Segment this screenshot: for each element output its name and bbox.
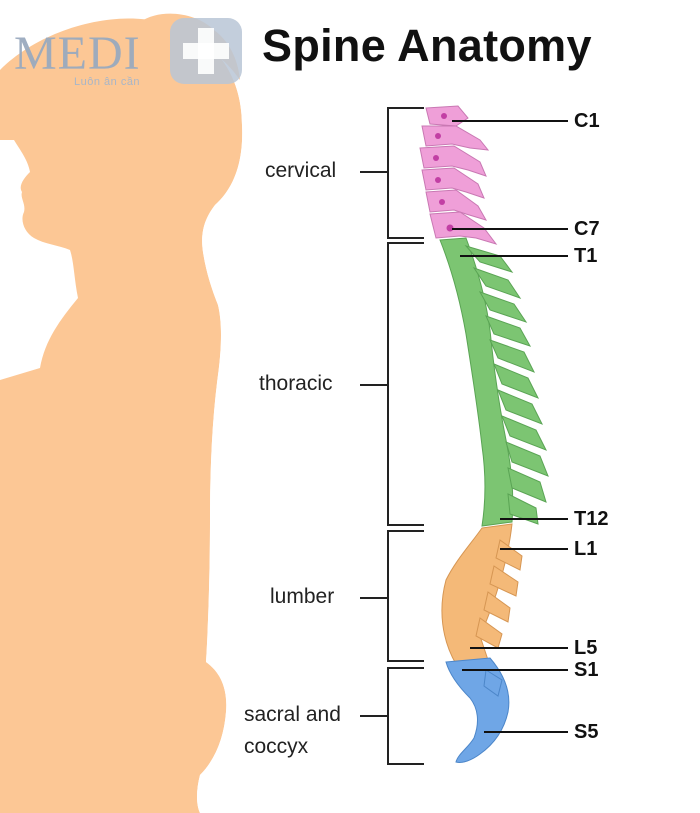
logo-wordmark: MEDI (14, 27, 141, 80)
bracket-lumbar (387, 530, 424, 662)
logo-cross-icon (170, 18, 242, 84)
logo-tagline: Luôn ân cần (74, 76, 141, 88)
lumbar-processes (475, 539, 523, 649)
thoracic-processes (464, 245, 549, 525)
region-label-coccyx: coccyx (244, 735, 309, 758)
body-silhouette (0, 18, 243, 813)
vertebra-label-s1: S1 (574, 659, 599, 681)
lumbar-column (441, 523, 513, 665)
hair (140, 13, 240, 81)
region-brackets (360, 107, 424, 765)
vertebra-label-l5: L5 (574, 637, 598, 659)
vertebra-label-l1: L1 (574, 538, 598, 560)
vertebra-label-t12: T12 (574, 508, 609, 530)
back-cutout (160, 0, 700, 813)
thoracic-column (439, 237, 514, 527)
spine (419, 105, 549, 763)
region-label-thoracic: thoracic (259, 372, 333, 395)
region-label-lumbar: lumber (270, 585, 335, 608)
vertebra-label-c7: C7 (574, 218, 600, 240)
vertebra-label-s5: S5 (574, 721, 599, 743)
page-title: Spine Anatomy (262, 20, 592, 71)
face-profile-cutout (0, 140, 78, 380)
vertebra-label-t1: T1 (574, 245, 598, 267)
region-label-cervical: cervical (265, 159, 337, 182)
sacrum-wing (483, 669, 503, 697)
region-label-sacral: sacral and (244, 703, 341, 726)
vertebra-label-c1: C1 (574, 110, 600, 132)
pointer-lines (452, 120, 568, 733)
